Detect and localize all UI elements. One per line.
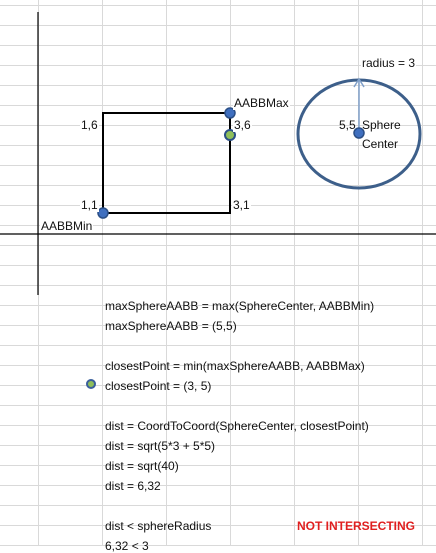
radius-arrowhead <box>353 77 365 88</box>
note-line-3: closestPoint = min(maxSphereAABB, AABBMa… <box>105 359 365 373</box>
aabb-max-label: AABBMax <box>233 96 290 110</box>
note-line-7: dist = sqrt(40) <box>105 459 179 473</box>
closest-point-marker <box>224 129 236 141</box>
aabb-min-label: AABBMin <box>40 219 94 233</box>
aabb-min-point <box>97 207 109 219</box>
radius-label: radius = 3 <box>361 56 417 70</box>
note-line-8: dist = 6,32 <box>105 479 161 493</box>
note-line-10: 6,32 < 3 <box>105 539 149 553</box>
note-line-9: dist < sphereRadius <box>105 519 212 533</box>
center-label: Center <box>362 137 399 151</box>
sphere-center-point <box>353 127 365 139</box>
sphere-label: Sphere <box>362 118 401 132</box>
note-line-2: maxSphereAABB = (5,5) <box>105 319 237 333</box>
aabb-rectangle <box>102 112 231 214</box>
point-3-6-label: 3,6 <box>233 118 252 132</box>
point-3-1-label: 3,1 <box>232 198 251 212</box>
note-line-4: closestPoint = (3, 5) <box>105 379 212 393</box>
point-1-1-label: 1,1 <box>80 198 99 212</box>
closest-point-bullet-icon <box>86 379 96 389</box>
sphere-center-coord-label: 5,5 <box>339 118 356 132</box>
note-line-5: dist = CoordToCoord(SphereCenter, closes… <box>105 419 369 433</box>
point-1-6-label: 1,6 <box>80 118 99 132</box>
note-line-6: dist = sqrt(5*3 + 5*5) <box>105 439 216 453</box>
aabb-max-point <box>224 107 236 119</box>
result-status: NOT INTERSECTING <box>297 519 416 533</box>
note-line-1: maxSphereAABB = max(SphereCenter, AABBMi… <box>105 299 375 313</box>
